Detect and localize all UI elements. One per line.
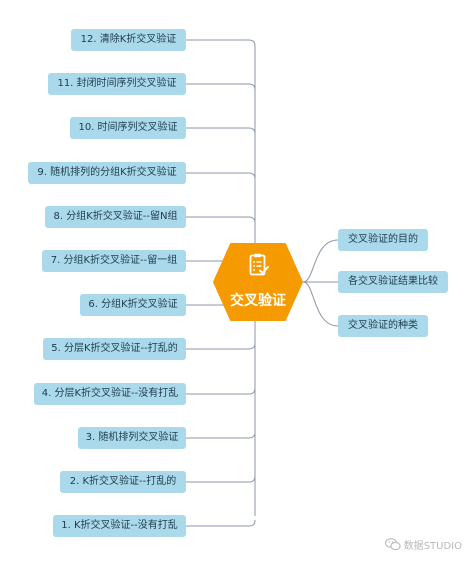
connector-line <box>186 216 256 224</box>
left-node-1[interactable]: 1. K折交叉验证--没有打乱 <box>53 515 186 537</box>
connector-line <box>186 387 256 395</box>
right-node-1[interactable]: 交叉验证的目的 <box>338 229 428 251</box>
connector-line <box>186 83 256 91</box>
left-node-5[interactable]: 5. 分层K折交叉验证--打乱的 <box>43 338 186 360</box>
watermark: 数据STUDIO <box>384 537 462 554</box>
left-node-4[interactable]: 4. 分层K折交叉验证--没有打乱 <box>34 383 186 405</box>
connector-line <box>186 39 256 47</box>
right-node-3[interactable]: 交叉验证的种类 <box>338 315 428 337</box>
left-node-8[interactable]: 8. 分组K折交叉验证--留N组 <box>45 206 186 228</box>
connector-line <box>186 475 256 483</box>
connector-line <box>302 281 339 327</box>
connector-line <box>186 519 256 527</box>
connector-line <box>186 127 256 135</box>
left-node-9[interactable]: 9. 随机排列的分组K折交叉验证 <box>28 162 186 184</box>
left-node-7[interactable]: 7. 分组K折交叉验证--留一组 <box>42 250 186 272</box>
left-node-6[interactable]: 6. 分组K折交叉验证 <box>80 294 186 316</box>
left-node-2[interactable]: 2. K折交叉验证--打乱的 <box>60 471 186 493</box>
central-hexagon <box>213 243 303 321</box>
connector-line <box>186 172 256 180</box>
left-node-3[interactable]: 3. 随机排列交叉验证 <box>78 427 186 449</box>
central-topic[interactable]: 交叉验证 <box>213 242 303 322</box>
central-topic-title: 交叉验证 <box>230 293 286 309</box>
left-node-12[interactable]: 12. 清除K折交叉验证 <box>71 29 186 51</box>
left-node-11[interactable]: 11. 封闭时间序列交叉验证 <box>48 73 186 95</box>
left-node-10[interactable]: 10. 时间序列交叉验证 <box>70 117 186 139</box>
wechat-icon <box>384 538 401 554</box>
right-node-2[interactable]: 各交叉验证结果比较 <box>338 271 448 293</box>
connector-line <box>186 342 256 350</box>
watermark-text: 数据STUDIO <box>403 541 462 552</box>
connector-line <box>186 431 256 439</box>
connector-line <box>302 239 339 283</box>
